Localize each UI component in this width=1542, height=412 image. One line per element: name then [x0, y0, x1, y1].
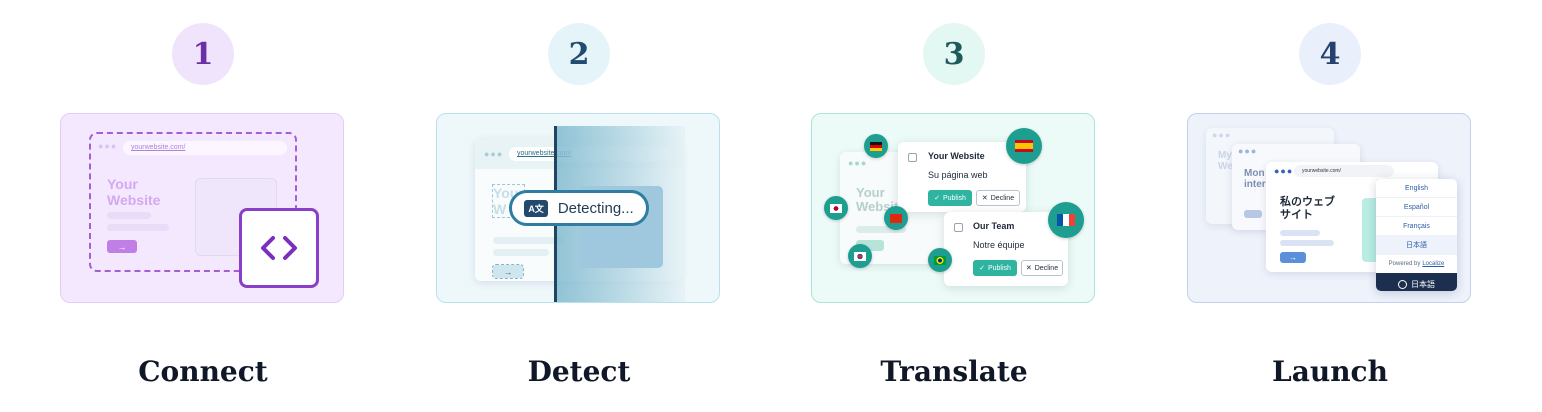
step-launch: 4 ●●● My Website ●●● Mon inter ●●● yourw… — [1187, 0, 1473, 412]
text-line — [493, 249, 549, 256]
site-title: 私のウェブ サイト — [1280, 196, 1335, 221]
arrow-button: → — [1280, 252, 1306, 263]
step-title: Detect — [527, 355, 631, 388]
step-number: 3 — [943, 36, 965, 72]
publish-button[interactable]: ✓Publish — [928, 190, 972, 206]
language-option[interactable]: Español — [1376, 198, 1457, 217]
connect-illustration: ●●● yourwebsite.com/ Your Website → — [60, 113, 344, 303]
korea-flag-icon — [848, 244, 872, 268]
translation-text: Su página web — [928, 170, 988, 180]
text-line — [856, 226, 906, 233]
publish-label: Publish — [942, 194, 966, 202]
localize-link[interactable]: Localize — [1422, 261, 1445, 267]
language-switcher[interactable]: English Español Français 日本語 Powered by … — [1376, 179, 1457, 291]
step-number: 1 — [192, 36, 214, 72]
window-dots-icon: ●●● — [1238, 146, 1258, 156]
close-icon: ✕ — [981, 195, 988, 202]
step-connect: 1 ●●● yourwebsite.com/ Your Website → Co… — [60, 0, 346, 412]
window-dots-icon: ●●● — [848, 158, 868, 168]
japan-flag-icon — [824, 196, 848, 220]
step-title: Launch — [1272, 355, 1388, 388]
translate-illustration: ●●● Your Websit Your Website Su página w… — [811, 113, 1095, 303]
arrow-button: → — [107, 240, 137, 253]
translation-text: Notre équipe — [973, 240, 1025, 250]
url-bar: yourwebsite.com/ — [1294, 165, 1394, 177]
check-icon: ✓ — [934, 195, 940, 202]
language-option[interactable]: English — [1376, 179, 1457, 198]
source-heading: Your Website — [928, 151, 985, 161]
step-number-badge: 1 — [172, 23, 234, 85]
spain-flag-icon — [1006, 128, 1042, 164]
arrow-button — [856, 240, 884, 251]
step-title: Translate — [880, 355, 1028, 388]
globe-icon — [1398, 279, 1407, 289]
france-flag-icon — [1048, 202, 1084, 238]
arrow-button: → — [492, 264, 524, 279]
language-selector-button[interactable]: 日本語 — [1376, 273, 1457, 291]
germany-flag-icon — [864, 134, 888, 158]
text-line — [1280, 240, 1334, 246]
window-dots-icon: ●●● — [98, 141, 118, 151]
checkbox[interactable] — [954, 223, 963, 232]
step-title: Connect — [138, 355, 268, 388]
translation-card: Our Team Notre équipe ✓Publish ✕Decline — [944, 212, 1068, 286]
language-option[interactable]: 日本語 — [1376, 236, 1457, 255]
language-option[interactable]: Français — [1376, 217, 1457, 236]
selected-language: 日本語 — [1411, 279, 1435, 289]
china-flag-icon — [884, 206, 908, 230]
site-title: Your Website — [107, 176, 161, 208]
code-icon — [239, 208, 319, 288]
step-number: 2 — [568, 36, 590, 72]
close-icon: ✕ — [1025, 265, 1032, 272]
checkbox[interactable] — [908, 153, 917, 162]
publish-label: Publish — [987, 264, 1011, 272]
text-line — [107, 212, 151, 219]
detecting-pill: A文 Detecting... — [509, 190, 649, 226]
decline-button[interactable]: ✕Decline — [976, 190, 1020, 206]
powered-prefix: Powered by — [1388, 261, 1421, 267]
translation-card: Your Website Su página web ✓Publish ✕Dec… — [898, 142, 1026, 212]
detect-illustration: ●●● yourwebsite.com/ Your W → A文 Detecti… — [436, 113, 720, 303]
text-line — [493, 237, 563, 244]
step-detect: 2 ●●● yourwebsite.com/ Your W → A文 Detec… — [436, 0, 722, 412]
publish-button[interactable]: ✓Publish — [973, 260, 1017, 276]
check-icon: ✓ — [979, 265, 985, 272]
brazil-flag-icon — [928, 248, 952, 272]
arrow-button — [1244, 210, 1262, 218]
window-dots-icon: ●●● — [1212, 130, 1232, 140]
step-number: 4 — [1319, 36, 1341, 72]
window-dots-icon: ●●● — [1274, 166, 1294, 176]
step-number-badge: 3 — [923, 23, 985, 85]
window-dots-icon: ●●● — [484, 149, 504, 159]
step-number-badge: 4 — [1299, 23, 1361, 85]
url-bar: yourwebsite.com/ — [123, 141, 287, 155]
text-line — [107, 224, 169, 231]
text-line — [1280, 230, 1320, 236]
source-heading: Our Team — [973, 221, 1015, 231]
detecting-label: Detecting... — [557, 199, 634, 217]
step-translate: 3 ●●● Your Websit Your Website Su página… — [811, 0, 1097, 412]
launch-illustration: ●●● My Website ●●● Mon inter ●●● yourweb… — [1187, 113, 1471, 303]
site-title: Mon inter — [1244, 168, 1266, 190]
powered-by: Powered by Localize — [1376, 255, 1457, 273]
decline-label: Decline — [990, 194, 1015, 202]
step-number-badge: 2 — [548, 23, 610, 85]
decline-button[interactable]: ✕Decline — [1021, 260, 1063, 276]
decline-label: Decline — [1034, 264, 1059, 272]
dashed-frame — [89, 132, 297, 272]
translate-icon: A文 — [524, 199, 548, 217]
